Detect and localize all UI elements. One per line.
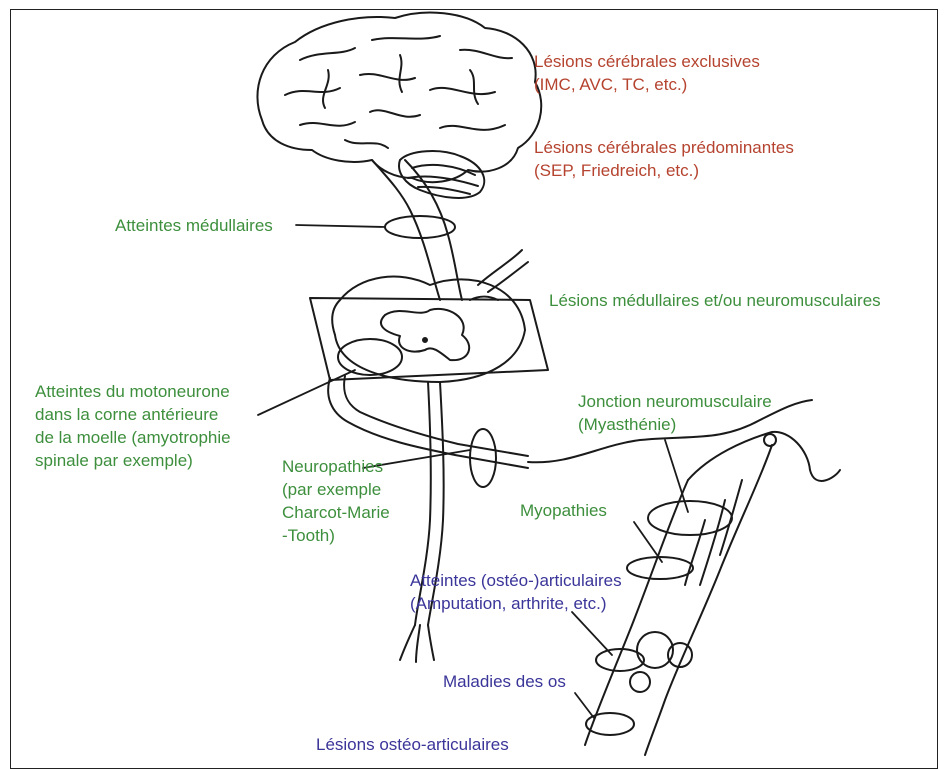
- label-jonction-neuromusculaire: Jonction neuromusculaire (Myasthénie): [578, 390, 772, 436]
- label-lesions-osteo-articulaires: Lésions ostéo-articulaires: [316, 733, 509, 756]
- label-maladies-des-os: Maladies des os: [443, 670, 566, 693]
- label-atteintes-medullaires: Atteintes médullaires: [115, 214, 273, 237]
- label-lesions-medullaires-neuromusculaires: Lésions médullaires et/ou neuromusculair…: [549, 289, 881, 312]
- label-atteintes-motoneurone: Atteintes du motoneurone dans la corne a…: [35, 380, 231, 472]
- label-lesions-cerebrales-predominantes: Lésions cérébrales prédominantes (SEP, F…: [534, 136, 794, 182]
- label-lesions-cerebrales-exclusives: Lésions cérébrales exclusives (IMC, AVC,…: [534, 50, 760, 96]
- limb-drawing: [585, 432, 840, 755]
- label-myopathies: Myopathies: [520, 499, 607, 522]
- cerebellum-drawing: [399, 151, 484, 198]
- label-neuropathies: Neuropathies (par exemple Charcot-Marie …: [282, 455, 390, 547]
- brain-drawing: [257, 13, 541, 183]
- label-atteintes-osteo-articulaires: Atteintes (ostéo-)articulaires (Amputati…: [410, 569, 622, 615]
